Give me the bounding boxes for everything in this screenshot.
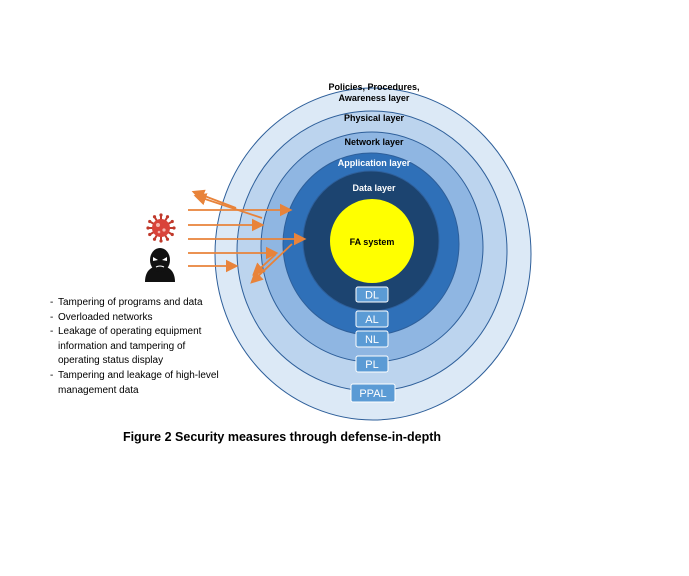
layer-name-ppal: Awareness layer	[339, 93, 410, 103]
fa-system-circle	[330, 199, 414, 283]
badge-label-ppal: PPAL	[359, 388, 386, 400]
layer-labels: Policies, Procedures,Awareness layerPhys…	[328, 82, 419, 193]
attack-arrow	[252, 253, 277, 276]
badge-dl: DL	[355, 286, 389, 303]
hacker-icon	[145, 248, 175, 282]
threat-item: Tampering and leakage of high-level manag…	[50, 369, 250, 398]
attack-arrow	[193, 193, 263, 219]
layer-name-pl: Physical layer	[344, 113, 405, 123]
threat-item: Tampering of programs and data	[50, 296, 250, 311]
threat-text: information and tampering of	[58, 340, 186, 352]
layer-name-dl: Data layer	[352, 183, 396, 193]
threat-text: Tampering of programs and data	[58, 297, 203, 308]
fa-system-core: FA system	[330, 199, 414, 283]
badge-label-dl: DL	[365, 290, 379, 302]
threat-text: Leakage of operating equipment	[58, 326, 202, 338]
figure-caption: Figure 2 Security measures through defen…	[122, 430, 442, 444]
threat-item: Overloaded networks	[50, 311, 250, 326]
threat-list: Tampering of programs and dataOverloaded…	[50, 296, 250, 398]
threat-text: Tampering and leakage of high-level	[58, 369, 219, 381]
threat-text: Overloaded networks	[58, 311, 153, 323]
badge-label-al: AL	[365, 314, 378, 326]
virus-icon	[146, 213, 176, 243]
badge-al: AL	[355, 310, 389, 328]
layer-abbreviation-badges: PPAL PL NL AL DL	[350, 286, 396, 403]
fa-system-label: FA system	[350, 237, 395, 247]
threat-item: Leakage of operating equipment informatio…	[50, 325, 250, 369]
badge-ppal: PPAL	[350, 383, 396, 403]
badge-label-pl: PL	[365, 359, 378, 371]
attack-arrows	[188, 189, 307, 284]
attack-arrow	[191, 189, 237, 209]
badge-nl: NL	[355, 330, 389, 348]
badge-pl: PL	[355, 355, 389, 373]
layer-name-al: Application layer	[338, 158, 411, 168]
layer-name-ppal: Policies, Procedures,	[328, 82, 419, 92]
threat-text: operating status display	[58, 355, 164, 367]
layer-name-nl: Network layer	[344, 137, 404, 147]
badge-label-nl: NL	[365, 334, 379, 346]
threat-text: management data	[58, 384, 139, 396]
